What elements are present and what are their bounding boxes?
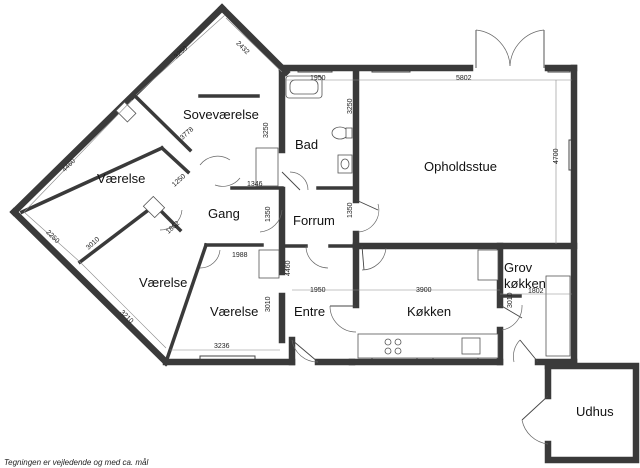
dim-1250: 1250	[171, 173, 187, 189]
wall-bed-divider	[131, 92, 193, 153]
wardrobe-room2	[142, 195, 166, 219]
grov-exit-arc	[513, 339, 521, 363]
dim-1988: 1988	[232, 252, 248, 259]
dim-4460-entre: 4460	[285, 260, 292, 276]
dim-4700: 4700	[553, 148, 560, 164]
kitchen-cabinet	[477, 249, 499, 281]
dim-3010-bottom: 3010	[265, 296, 272, 312]
patio-door-right-arc	[509, 29, 545, 67]
wall-room-divider-mid	[77, 202, 158, 265]
dim-1802: 1802	[528, 288, 544, 295]
patio-door-left-arc	[475, 29, 511, 67]
kitchen-sink	[461, 337, 481, 355]
kitchen-door-arc	[329, 305, 357, 333]
gang-door-arc-5	[259, 209, 283, 233]
room-label-opholdsstue: Opholdsstue	[424, 159, 497, 174]
room-label-vaerelse-mid: Værelse	[139, 275, 187, 290]
dim-1350-right: 1350	[347, 202, 354, 218]
living-door-leaf	[361, 245, 365, 271]
disclaimer-note: Tegningen er vejledende og med ca. mål	[4, 458, 148, 467]
hob-4	[394, 347, 402, 355]
room-labels: Soveværelse Værelse Gang Værelse Værelse…	[97, 107, 614, 419]
wall-wing-bottom-left	[9, 207, 171, 367]
doors	[159, 29, 545, 363]
udhus-door-leaf	[521, 395, 549, 421]
room-label-kokken-grov: køkken	[504, 276, 546, 291]
dim-line-2250	[23, 211, 81, 263]
udhus-structure	[521, 362, 640, 464]
interior-walls	[19, 68, 578, 366]
dim-2432: 2432	[234, 40, 250, 56]
dimension-lines	[23, 14, 572, 351]
grov-door-arc	[501, 304, 523, 331]
dim-3250-bad: 3250	[347, 98, 354, 114]
gang-door-arc-1	[199, 155, 231, 166]
dim-3900: 3900	[416, 287, 432, 294]
room-label-udhus: Udhus	[576, 404, 614, 419]
room-label-grov: Grov	[504, 260, 533, 275]
dim-1350-left: 1350	[265, 206, 272, 222]
forrum-door-leaf	[355, 199, 379, 211]
dim-3250-top: 3250	[173, 45, 189, 61]
room-label-forrum: Forrum	[293, 213, 335, 228]
bath-sink-bowl	[340, 158, 350, 170]
utility-counter	[545, 275, 571, 357]
room-label-sovevaerelse: Soveværelse	[183, 107, 259, 122]
bath-door-arc	[289, 171, 309, 191]
room-label-entre: Entre	[294, 304, 325, 319]
dim-line-2432	[225, 17, 283, 73]
room-label-kokken: Køkken	[407, 304, 451, 319]
dim-1346: 1346	[247, 181, 263, 188]
toilet-tank	[345, 127, 353, 139]
dim-line-3250-top	[135, 14, 226, 96]
room-label-gang: Gang	[208, 206, 240, 221]
gang-door-arc-3	[159, 209, 183, 231]
fixtures	[115, 75, 571, 359]
gang-door-arc-4	[199, 249, 221, 269]
wardrobe-room1	[115, 101, 137, 123]
dim-3778: 3778	[179, 126, 195, 142]
wall-bedroom-diag	[163, 242, 209, 365]
bath-sink	[337, 154, 353, 174]
udhus-door-arc	[521, 419, 549, 445]
udhus-walls	[544, 362, 640, 464]
dim-line-4460	[23, 99, 133, 213]
grov-exit-leaf	[519, 339, 539, 363]
grov-door-leaf	[499, 304, 523, 319]
dim-3236: 3236	[214, 343, 230, 350]
wall-wing-top-right	[217, 3, 291, 77]
room-label-vaerelse-bottom: Værelse	[210, 304, 258, 319]
entre-door-arc	[291, 339, 319, 363]
hob-3	[384, 347, 392, 355]
entre-door-leaf	[291, 339, 319, 363]
dim-1950-entre: 1950	[310, 287, 326, 294]
dim-5802: 5802	[456, 75, 472, 82]
gang-door-arc-2	[214, 177, 241, 187]
dim-3250-right: 3250	[263, 122, 270, 138]
room-label-vaerelse-top: Værelse	[97, 171, 145, 186]
wardrobe-main	[255, 147, 279, 187]
hob-1	[384, 338, 392, 346]
room-label-bad: Bad	[295, 137, 318, 152]
entre-inner-door-arc	[305, 245, 329, 269]
hob-2	[394, 338, 402, 346]
bath-door-leaf	[281, 171, 301, 191]
dim-3010-kitchen: 3010	[507, 292, 514, 308]
wall-room-divider-top	[19, 145, 165, 215]
living-door-arc	[361, 247, 387, 271]
bathtub-inner	[289, 79, 319, 95]
wall-room-divider-top2	[159, 145, 191, 175]
wardrobe-bedroom	[258, 249, 280, 279]
forrum-door-arc	[357, 203, 380, 233]
dim-1950-bad: 1950	[310, 75, 326, 82]
dim-line-3210	[79, 261, 167, 349]
